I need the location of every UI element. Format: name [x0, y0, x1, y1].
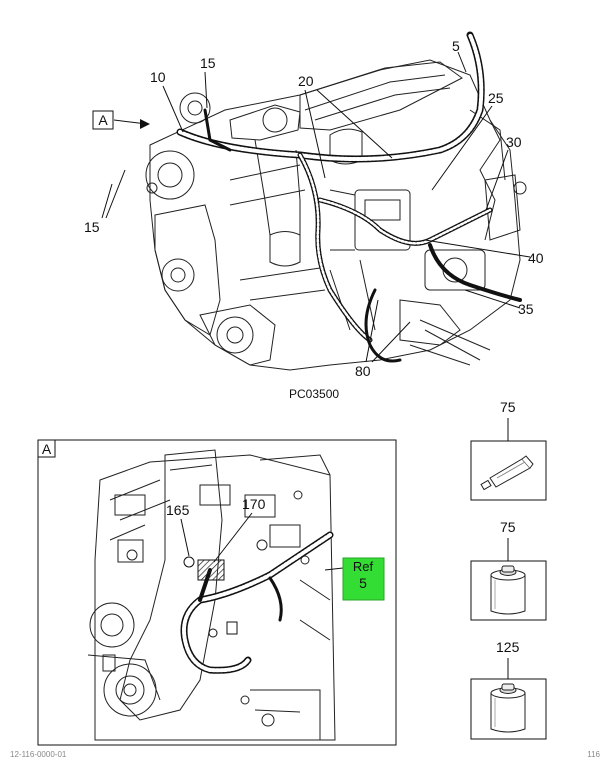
callout-170: 170	[242, 496, 266, 512]
ref-label: Ref	[353, 559, 374, 574]
callout-35: 35	[518, 301, 534, 317]
detail-letter-box	[37, 439, 56, 458]
detail-engine-view	[87, 449, 336, 741]
connector-170	[197, 559, 225, 581]
wiring-harness	[176, 31, 522, 363]
part-number-3: 125	[496, 639, 520, 655]
terminal-stud	[208, 628, 218, 638]
engine-main-view	[145, 59, 527, 371]
callout-30: 30	[506, 134, 522, 150]
callout-80: 80	[355, 363, 371, 379]
detail-view-frame	[37, 439, 397, 746]
callout-40: 40	[528, 250, 544, 266]
view-arrow-icon	[140, 119, 150, 129]
view-marker-letter: A	[98, 112, 108, 128]
callout-165: 165	[166, 502, 190, 518]
sensor-165	[183, 556, 195, 568]
figure-id: PC03500	[289, 387, 339, 401]
ref-value: 5	[359, 575, 367, 591]
callout-5: 5	[452, 38, 460, 54]
part-number-1: 75	[500, 399, 516, 415]
callout-10: 10	[150, 69, 166, 85]
detail-leader-lines	[180, 512, 344, 571]
ring-terminal	[226, 621, 238, 635]
can-icon	[490, 683, 526, 733]
can-icon	[490, 565, 526, 615]
callout-25: 25	[488, 90, 504, 106]
ref-box[interactable]	[342, 557, 385, 601]
callout-15-left: 15	[84, 219, 100, 235]
callout-20: 20	[298, 73, 314, 89]
tube-icon	[480, 455, 534, 491]
detail-letter: A	[42, 441, 52, 457]
footer-right: 116	[587, 750, 600, 759]
callout-15-top: 15	[200, 55, 216, 71]
part-number-2: 75	[500, 519, 516, 535]
view-marker-box	[92, 110, 114, 130]
footer-left: 12-116-0000-01	[10, 750, 67, 759]
